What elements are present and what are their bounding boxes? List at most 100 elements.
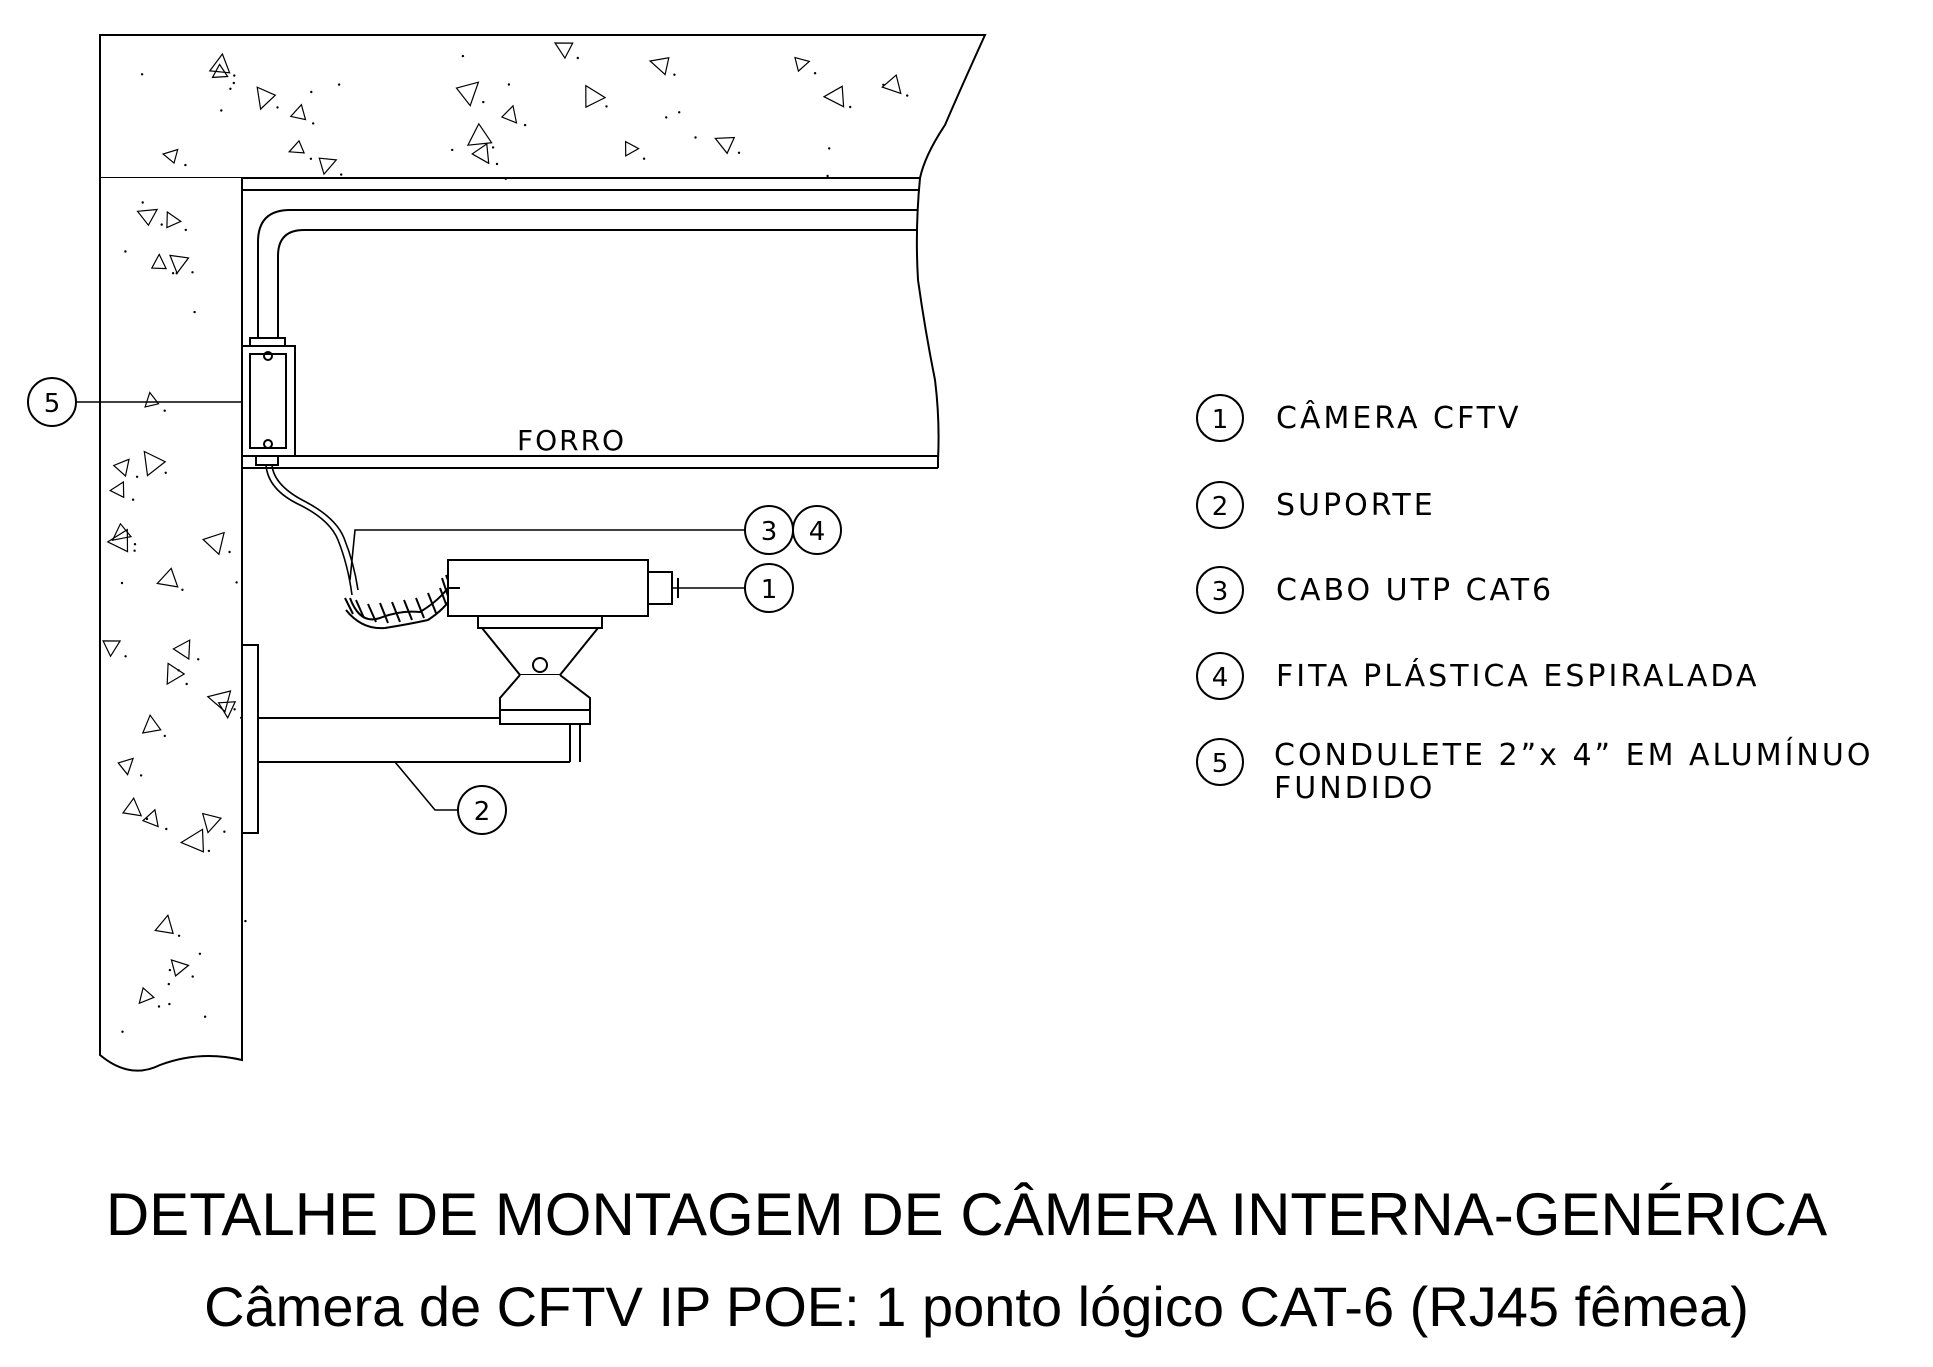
aggregate-stone [822, 85, 845, 108]
aggregate-stone [179, 828, 205, 853]
ceiling-void [242, 177, 940, 469]
legend-item-5-text-line-1: CONDULETE 2”x 4” EM ALUMÍNUO [1274, 737, 1873, 773]
aggregate-stone [585, 84, 607, 109]
aggregate-stone [287, 139, 306, 154]
concrete-slab [99, 34, 987, 179]
aggregate-dot [235, 581, 238, 584]
balloon-2: 2 [457, 785, 507, 835]
aggregate-dot [813, 72, 817, 75]
condulete-box [241, 337, 296, 466]
balloon-4: 4 [792, 505, 842, 555]
aggregate-dot [826, 174, 829, 178]
aggregate-dot [310, 90, 313, 94]
aggregate-dot [451, 148, 454, 152]
aggregate-dot [164, 471, 167, 474]
aggregate-dot [184, 228, 187, 232]
aggregate-dot [181, 588, 184, 591]
aggregate-dot [160, 223, 163, 226]
aggregate-stone [136, 208, 159, 227]
aggregate-stone [624, 140, 640, 157]
aggregate-dot [131, 498, 135, 501]
legend-item-5: 5 CONDULETE 2”x 4” EM ALUMÍNUO FUNDIDO [1196, 737, 1873, 806]
aggregate-stone [794, 56, 811, 73]
aggregate-stone [201, 531, 225, 556]
aggregate-dot [157, 1005, 161, 1008]
aggregate-dot [177, 934, 181, 937]
aggregate-stone [106, 528, 129, 553]
aggregate-dot [276, 106, 279, 109]
aggregate-dot [482, 100, 485, 104]
aggregate-stone [201, 812, 223, 834]
conduit [257, 209, 918, 342]
aggregate-stone [161, 148, 179, 165]
balloon-3: 3 [744, 505, 794, 555]
balloon-5: 5 [27, 377, 77, 427]
forro-label: FORRO [517, 424, 626, 457]
aggregate-dot [605, 105, 608, 108]
aggregate-stone [208, 52, 231, 74]
aggregate-dot [163, 734, 166, 738]
aggregate-dot [694, 136, 697, 139]
aggregate-dot [737, 151, 741, 154]
aggregate-dot [523, 123, 527, 127]
aggregate-stone [138, 986, 156, 1005]
aggregate-dot [340, 173, 343, 176]
aggregate-dot [124, 250, 127, 253]
drawing-subtitle: Câmera de CFTV IP POE: 1 ponto lógico CA… [204, 1275, 1749, 1338]
aggregate-stone [648, 57, 670, 76]
aggregate-dot [220, 109, 223, 112]
aggregate-dot [207, 849, 211, 853]
aggregate-dot [185, 682, 188, 686]
balloon-2-label: 2 [474, 797, 491, 827]
aggregate-dot [906, 94, 909, 97]
aggregate-dot [139, 774, 143, 777]
aggregate-stone [112, 458, 130, 478]
aggregate-stone [170, 958, 190, 977]
aggregate-dot [191, 975, 194, 978]
aggregate-dot [507, 83, 511, 86]
legend-item-5-number: 5 [1212, 749, 1229, 779]
aggregate-stone [141, 808, 159, 828]
aggregate-dot [168, 968, 172, 972]
aggregate-dot [576, 56, 579, 60]
legend-item-4: 4 FITA PLÁSTICA ESPIRALADA [1196, 652, 1760, 700]
aggregate-dot [495, 162, 499, 166]
aggregate-dot [191, 271, 194, 274]
balloon-1-label: 1 [761, 575, 778, 605]
camera-body [447, 559, 679, 725]
aggregate-stone [206, 690, 232, 713]
aggregate-dot [145, 817, 149, 821]
balloon-3-label: 3 [761, 517, 778, 547]
aggregate-dot [141, 201, 144, 204]
utp-cable [265, 464, 359, 596]
aggregate-dot [171, 272, 175, 275]
aggregate-stone [154, 913, 174, 935]
aggregate-stone [217, 701, 237, 720]
aggregate-dot [229, 87, 232, 91]
legend-item-5-text-line-2: FUNDIDO [1274, 771, 1435, 806]
legend-item-4-number: 4 [1212, 663, 1229, 693]
aggregate-stone [318, 157, 338, 176]
aggregate-dot [312, 122, 315, 125]
aggregate-dot [168, 1002, 171, 1006]
aggregate-dot [223, 830, 226, 833]
aggregate-dot [665, 116, 668, 119]
aggregate-stone [500, 104, 518, 124]
aggregate-dot [140, 73, 144, 76]
aggregate-dot [175, 272, 178, 275]
aggregate-dot [135, 475, 139, 478]
balloon-1: 1 [744, 563, 794, 613]
aggregate-stone [466, 122, 493, 146]
aggregate-stone [714, 136, 736, 155]
aggregate-dot [163, 409, 166, 412]
legend-item-3-text: CABO UTP CAT6 [1276, 573, 1554, 608]
legend-item-4-text: FITA PLÁSTICA ESPIRALADA [1276, 658, 1760, 694]
legend-item-1-number: 1 [1212, 405, 1229, 435]
aggregate-dot [197, 658, 200, 661]
aggregate-dot [228, 550, 231, 554]
aggregate-dot [121, 1030, 124, 1033]
aggregate-stone [455, 81, 480, 107]
aggregate-stone [117, 757, 135, 776]
aggregate-dot [120, 581, 124, 585]
